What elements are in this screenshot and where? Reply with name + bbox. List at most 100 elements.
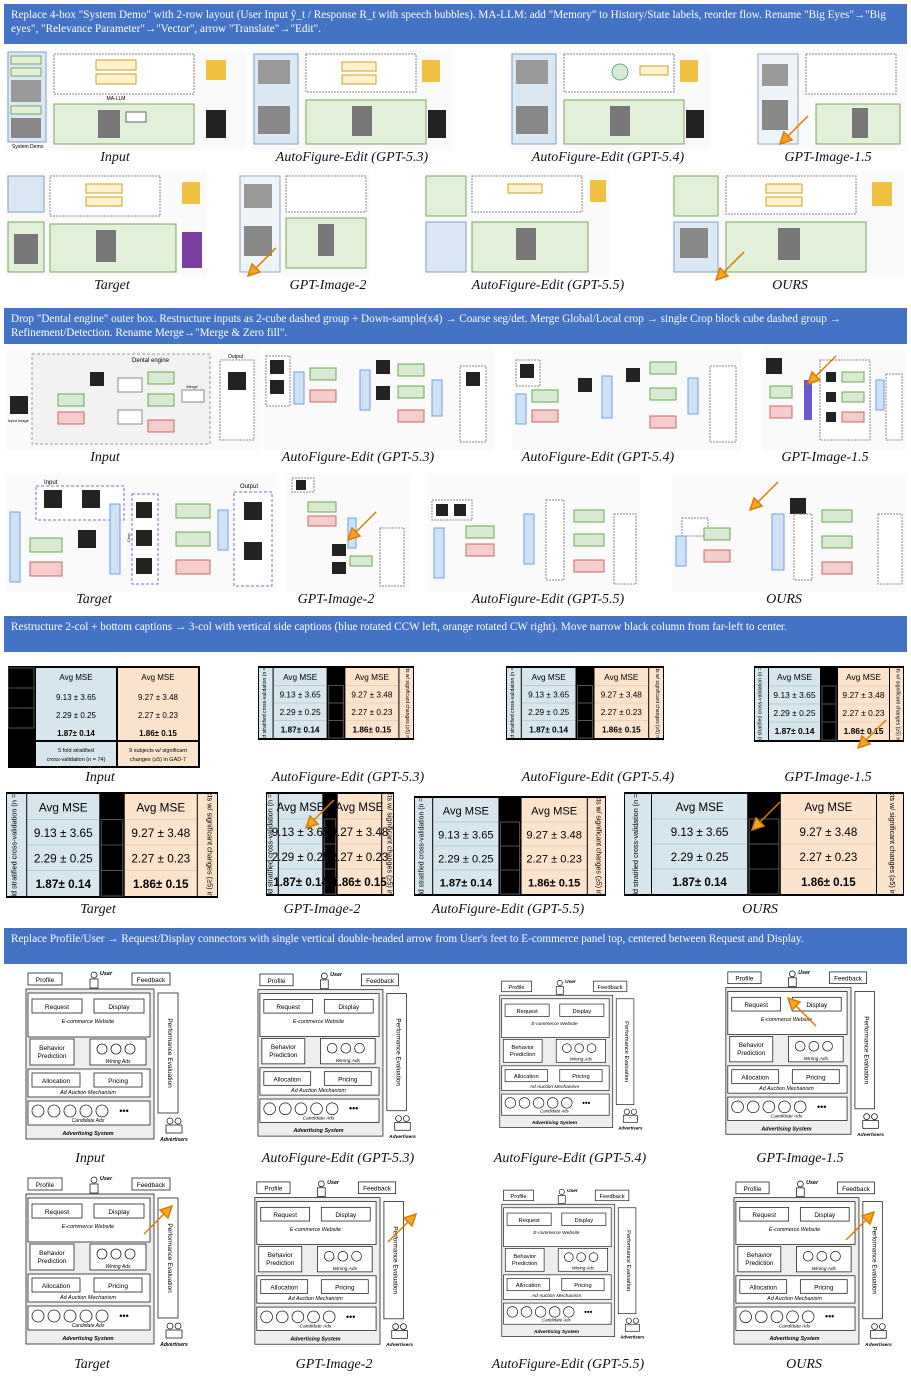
- s1-caption-gpt-image-2: GPT-Image-2: [289, 278, 367, 293]
- svg-text:2.29 ± 0.25: 2.29 ± 0.25: [56, 711, 97, 720]
- cell-right: 1.86± 0.15: [602, 725, 641, 734]
- s2-caption-gpt53: AutoFigure-Edit (GPT-5.3): [281, 450, 435, 465]
- svg-text:Candidate Ads: Candidate Ads: [72, 1118, 105, 1124]
- svg-text:Input image: Input image: [8, 418, 30, 423]
- svg-text:Profile: Profile: [508, 985, 524, 991]
- cell-right: 1.86± 0.15: [133, 878, 189, 891]
- svg-text:Candidate Ads: Candidate Ads: [300, 1324, 332, 1330]
- cell-right: 9.27 ± 3.48: [526, 829, 582, 841]
- svg-text:Allocation: Allocation: [741, 1074, 769, 1081]
- svg-text:MA-LLM: MA-LLM: [107, 96, 126, 102]
- s2-ours-figure: [672, 474, 906, 592]
- side-caption-right: 9 subjects w/ significant changes (≥5) i…: [386, 792, 394, 896]
- s3-gpt54-table: 5 fold stratified cross-validation (n = …: [506, 666, 664, 740]
- s1-gpt53-figure: [252, 50, 452, 150]
- s2-caption-gpt54: AutoFigure-Edit (GPT-5.4): [521, 450, 675, 465]
- svg-text:•••: •••: [817, 1102, 826, 1112]
- cell-right: 2.27 ± 0.23: [131, 852, 190, 865]
- svg-text:User: User: [330, 972, 343, 978]
- side-caption-left: 5 fold stratified cross-validation (n = …: [419, 796, 426, 896]
- svg-text:Candidate Ads: Candidate Ads: [303, 1116, 335, 1122]
- cell-right: Avg MSE: [355, 673, 390, 682]
- cell-right: 1.86± 0.15: [844, 726, 884, 736]
- cell-right: 2.27 ± 0.23: [842, 708, 884, 718]
- svg-text:9.27 ± 3.48: 9.27 ± 3.48: [138, 693, 179, 702]
- s1-gpt-image-15-figure: [756, 50, 906, 150]
- s3-caption-gpt-image-15: GPT-Image-1.5: [784, 770, 872, 785]
- side-caption-right: 9 subjects w/ significant changes (≥5) i…: [888, 792, 896, 896]
- s2-target-figure: Input Crop Output: [6, 474, 276, 592]
- cell-left: 1.87± 0.14: [35, 878, 91, 891]
- svg-text:User: User: [100, 971, 113, 977]
- svg-text:Candidate Ads: Candidate Ads: [540, 1109, 570, 1114]
- s4-gpt-image-15-highlight-arrow-icon: [786, 996, 817, 1027]
- svg-text:Prediction: Prediction: [269, 1052, 298, 1059]
- s4-ours-highlight-arrow-icon: [845, 1210, 876, 1241]
- svg-text:Pricing: Pricing: [806, 1074, 826, 1081]
- svg-text:Avg MSE: Avg MSE: [59, 673, 92, 682]
- cell-right: 1.86± 0.15: [352, 725, 391, 734]
- cell-left: Avg MSE: [676, 802, 724, 814]
- svg-text:User: User: [327, 1180, 340, 1186]
- svg-text:Advertisers: Advertisers: [864, 1342, 892, 1348]
- s4-caption-gpt54: AutoFigure-Edit (GPT-5.4): [493, 1151, 647, 1166]
- side-caption-right: 9 subjects w/ significant changes (≥5) i…: [205, 792, 214, 898]
- section-1-instruction: Replace 4-box "System Demo" with 2-row l…: [4, 4, 907, 44]
- svg-text:Prediction: Prediction: [512, 1261, 537, 1267]
- s4-caption-gpt-image-15: GPT-Image-1.5: [756, 1151, 844, 1166]
- svg-text:Output: Output: [240, 484, 258, 490]
- svg-text:E-commerce Website: E-commerce Website: [62, 1019, 114, 1025]
- cell-left: 1.87± 0.14: [775, 726, 815, 736]
- cell-left: 1.87± 0.14: [672, 877, 727, 889]
- svg-text:Wining Ads: Wining Ads: [570, 1057, 593, 1062]
- svg-text:•••: •••: [582, 1099, 591, 1108]
- svg-text:Advertisers: Advertisers: [388, 1134, 416, 1140]
- svg-text:Display: Display: [335, 1212, 357, 1219]
- s2-ours-highlight-arrow-icon: [748, 481, 779, 512]
- s3-input-table: Avg MSE Avg MSE 9.13 ± 3.65 2.29 ± 0.25 …: [8, 666, 200, 768]
- svg-text:Feedback: Feedback: [137, 1182, 166, 1189]
- svg-text:Allocation: Allocation: [516, 1283, 541, 1289]
- svg-text:Wining Ads: Wining Ads: [336, 1058, 361, 1064]
- s3-caption-gpt55: AutoFigure-Edit (GPT-5.5): [431, 902, 585, 917]
- svg-text:Request: Request: [518, 1218, 540, 1224]
- s1-gpt-image-15-highlight-arrow-icon: [778, 115, 809, 146]
- svg-text:Display: Display: [108, 1209, 130, 1216]
- svg-text:9.13 ± 3.65: 9.13 ± 3.65: [56, 693, 97, 702]
- svg-text:Request: Request: [276, 1004, 300, 1011]
- section-3-instruction: Restructure 2-col + bottom captions → 3-…: [4, 616, 907, 652]
- svg-text:Candidate Ads: Candidate Ads: [779, 1324, 811, 1330]
- svg-text:Advertising System: Advertising System: [768, 1336, 819, 1342]
- svg-text:Advertisers: Advertisers: [619, 1334, 645, 1339]
- cell-right: 1.86± 0.15: [332, 877, 387, 889]
- cell-right: 1.86± 0.15: [528, 877, 580, 889]
- cell-left: 9.13 ± 3.65: [528, 690, 569, 699]
- svg-text:Wining Ads: Wining Ads: [572, 1266, 595, 1271]
- svg-text:User: User: [806, 1180, 819, 1186]
- cell-left: 2.29 ± 0.25: [34, 852, 93, 865]
- svg-text:Ad Auction Mechanism: Ad Auction Mechanism: [59, 1090, 116, 1096]
- svg-text:E-commerce Website: E-commerce Website: [62, 1224, 114, 1230]
- svg-text:Pricing: Pricing: [572, 1074, 589, 1080]
- svg-text:9 subjects w/ significant: 9 subjects w/ significant: [129, 748, 187, 754]
- svg-text:Performance Evaluation: Performance Evaluation: [871, 1226, 878, 1294]
- s2-gpt53-figure: [264, 350, 494, 450]
- svg-text:Advertisers: Advertisers: [159, 1342, 188, 1348]
- svg-text:Ad Auction Mechanism: Ad Auction Mechanism: [59, 1295, 116, 1301]
- svg-text:Request: Request: [744, 1002, 768, 1009]
- cell-right: 9.27 ± 3.48: [601, 690, 642, 699]
- cell-right: Avg MSE: [531, 805, 577, 817]
- svg-text:Output: Output: [228, 354, 244, 360]
- svg-text:Behavior: Behavior: [271, 1044, 296, 1051]
- svg-text:Allocation: Allocation: [42, 1078, 71, 1085]
- cell-right: 9.27 ± 3.48: [800, 827, 858, 839]
- s3-gpt-image-2-highlight-arrow-icon: [304, 799, 335, 830]
- cell-left: Avg MSE: [283, 673, 318, 682]
- s3-gpt55-table: 5 fold stratified cross-validation (n = …: [414, 796, 606, 896]
- svg-text:Wining Ads: Wining Ads: [804, 1056, 829, 1062]
- svg-text:E-commerce Website: E-commerce Website: [531, 1021, 578, 1027]
- s2-caption-input: Input: [90, 450, 120, 465]
